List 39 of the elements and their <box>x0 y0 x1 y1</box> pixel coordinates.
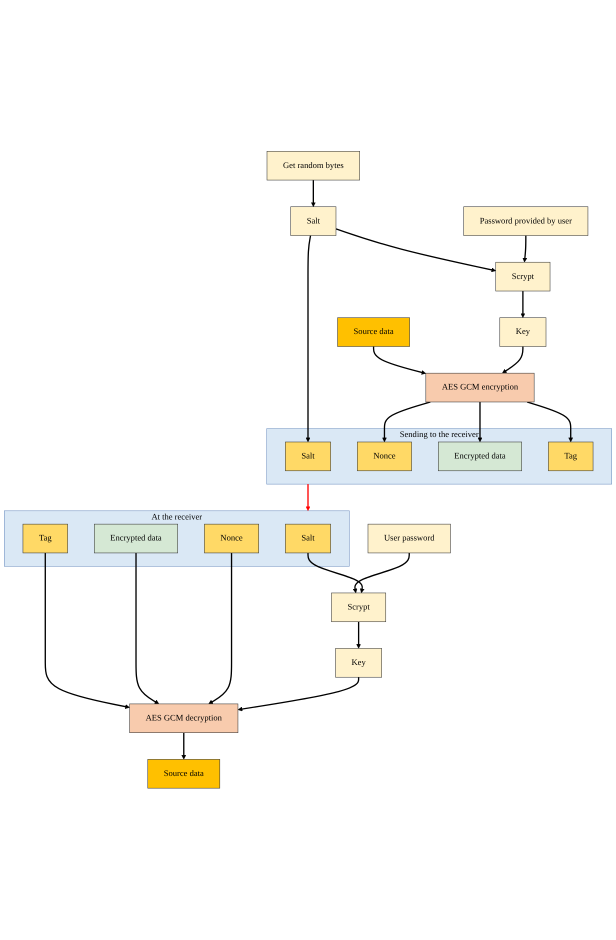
node-box: Key <box>500 318 546 348</box>
node-box: User password <box>368 524 451 554</box>
node-box: Get random bytes <box>266 151 360 181</box>
node-box: Salt <box>285 524 331 554</box>
arrow <box>208 553 232 704</box>
arrow <box>372 346 426 375</box>
node-box: AES GCM encryption <box>426 373 534 403</box>
node-box: Scrypt <box>331 592 386 622</box>
node-box: Password provided by user <box>463 206 588 236</box>
node-box: Encrypted data <box>438 442 522 472</box>
node-box: Salt <box>290 206 336 236</box>
arrow <box>44 553 130 710</box>
arrow <box>352 553 410 594</box>
node-box: AES GCM decryption <box>129 704 238 734</box>
node-box: Key <box>335 648 382 678</box>
arrow <box>238 678 360 712</box>
arrow <box>502 346 524 374</box>
arrow <box>307 553 364 594</box>
node-box: Tag <box>22 524 68 554</box>
arrow <box>306 236 312 442</box>
node-box: Scrypt <box>495 262 550 292</box>
node-box: Nonce <box>204 524 259 554</box>
node-box: Tag <box>548 442 594 472</box>
arrow <box>382 402 431 442</box>
node-box: Source data <box>337 318 410 348</box>
arrow <box>522 236 528 263</box>
node-box: Salt <box>285 442 331 472</box>
arrow <box>306 484 310 512</box>
arrow <box>526 402 574 442</box>
arrow <box>135 553 160 704</box>
arrow <box>356 622 361 649</box>
node-box: Nonce <box>357 442 412 472</box>
arrow <box>520 291 526 318</box>
arrow <box>181 732 186 760</box>
arrow <box>336 228 496 272</box>
node-box: Encrypted data <box>94 524 178 554</box>
arrow <box>310 180 316 208</box>
arrow <box>478 402 482 442</box>
node-box: Source data <box>147 759 220 789</box>
